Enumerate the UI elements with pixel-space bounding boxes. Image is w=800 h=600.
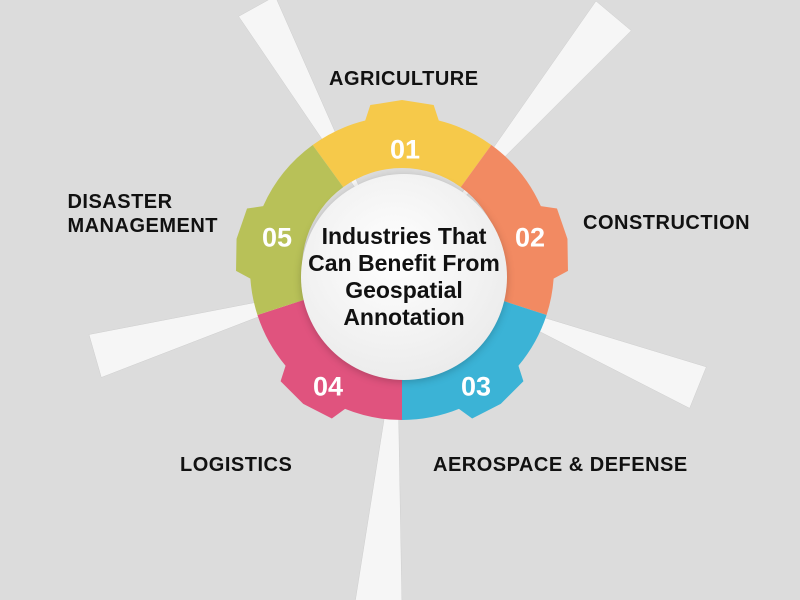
label-disaster-management: DISASTER MANAGEMENT xyxy=(67,190,218,238)
label-agriculture: AGRICULTURE xyxy=(329,68,479,90)
label-disaster-line1: DISASTER xyxy=(67,191,173,213)
label-construction: CONSTRUCTION xyxy=(583,212,751,234)
ring-segment-03 xyxy=(402,298,547,420)
segment-number-04: 04 xyxy=(312,371,344,402)
segment-number-05: 05 xyxy=(261,222,293,253)
ring-segment-01 xyxy=(312,100,492,188)
label-logistics: LOGISTICS xyxy=(180,454,293,476)
segment-number-03: 03 xyxy=(460,371,492,402)
center-title: Industries That Can Benefit From Geospat… xyxy=(308,223,500,330)
ring-segment-05 xyxy=(236,145,344,315)
segment-number-02: 02 xyxy=(514,222,546,253)
segment-number-01: 01 xyxy=(389,134,421,165)
ring-segment-02 xyxy=(460,145,568,315)
label-disaster-line2: MANAGEMENT xyxy=(67,215,218,237)
label-aerospace-defense: AEROSPACE & DEFENSE xyxy=(433,454,688,476)
ring-segment-04 xyxy=(257,298,402,421)
center-circle xyxy=(301,174,507,380)
